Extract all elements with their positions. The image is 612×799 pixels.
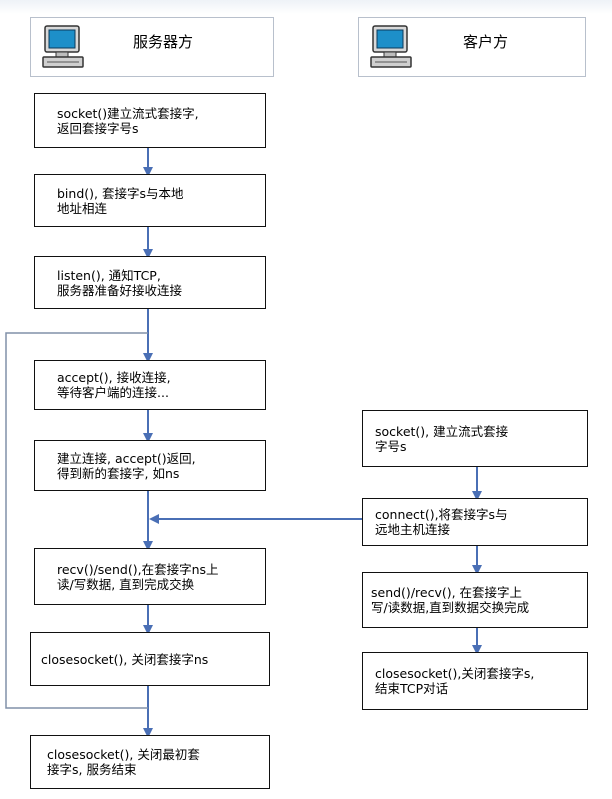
server-step-listen: listen(), 通知TCP,服务器准备好接收连接 [34, 256, 266, 309]
client-step-socket: socket(), 建立流式套接字号s [362, 410, 588, 467]
server-header: 服务器方 [30, 17, 274, 77]
server-step-bind: bind(), 套接字s与本地地址相连 [34, 174, 266, 227]
server-step-close-s: closesocket(), 关闭最初套接字s, 服务结束 [30, 735, 270, 789]
server-step-accept: accept(), 接收连接,等待客户端的连接... [34, 360, 266, 410]
computer-icon [370, 25, 412, 68]
client-step-connect: connect(),将套接字s与远地主机连接 [362, 498, 588, 546]
server-step-connected: 建立连接, accept()返回,得到新的套接字, 如ns [34, 440, 266, 491]
client-header-label: 客户方 [463, 33, 509, 51]
server-step-socket: socket()建立流式套接字,返回套接字号s [34, 93, 266, 148]
client-step-send-recv: send()/recv(), 在套接字上写/读数据,直到数据交换完成 [362, 572, 588, 628]
computer-icon [42, 25, 84, 68]
server-step-recv-send: recv()/send(),在套接字ns上读/写数据, 直到完成交换 [34, 548, 266, 605]
client-step-close: closesocket(),关闭套接字s,结束TCP对话 [362, 652, 588, 710]
server-header-label: 服务器方 [133, 33, 194, 51]
loop-line [5, 332, 148, 709]
server-step-close-ns: closesocket(), 关闭套接字ns [30, 632, 270, 686]
client-header: 客户方 [358, 17, 586, 77]
